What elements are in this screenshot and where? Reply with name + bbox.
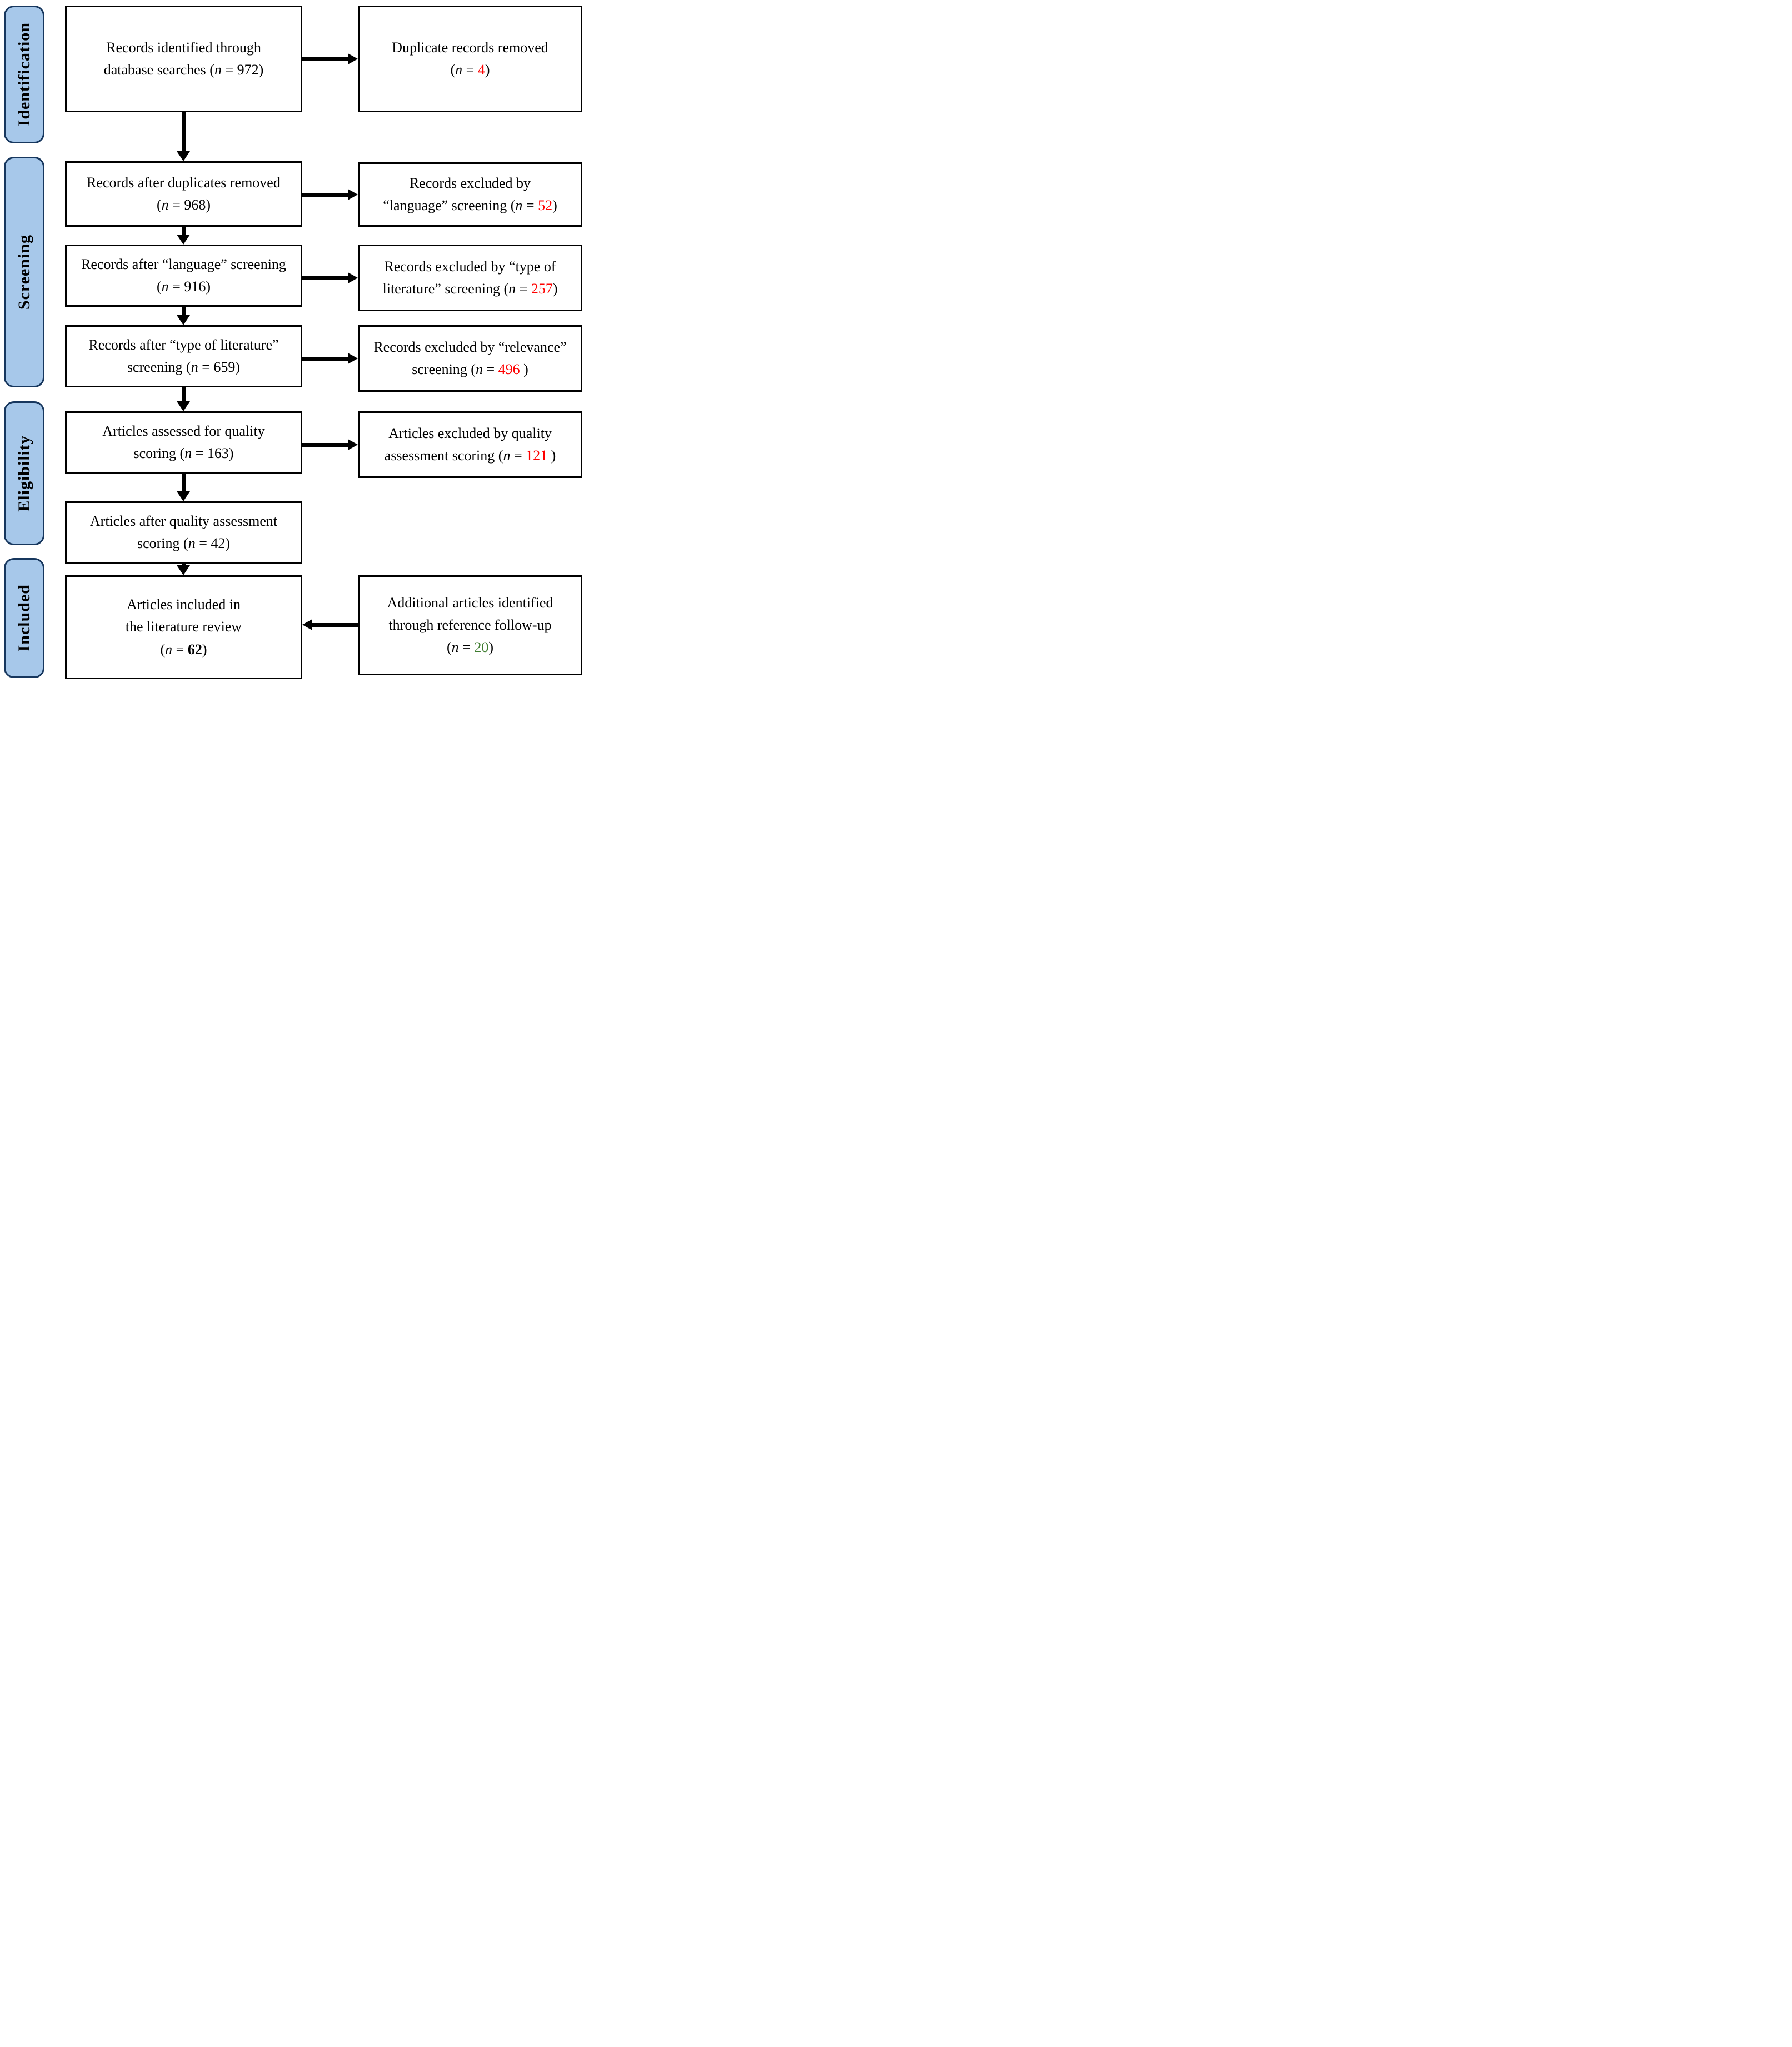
arrow-down-2-head bbox=[177, 235, 190, 245]
box-text-line: screening (n = 496 ) bbox=[412, 361, 528, 377]
stage-eligibility: Eligibility bbox=[4, 401, 44, 545]
arrow-down-3-head bbox=[177, 315, 190, 325]
stage-identification: Identification bbox=[4, 6, 44, 143]
arrow-down-1-head bbox=[177, 151, 190, 161]
box-duplicates-removed: Duplicate records removed (n = 4) bbox=[358, 6, 582, 112]
prisma-flow-diagram: Identification Screening Eligibility Inc… bbox=[0, 0, 597, 683]
box-records-identified: Records identified through database searc… bbox=[65, 6, 302, 112]
arrow-right-5-shaft bbox=[302, 443, 348, 447]
box-text-line: Articles excluded by quality bbox=[388, 425, 552, 441]
box-text-line: Records excluded by “type of bbox=[384, 258, 556, 275]
box-text-line: (n = 968) bbox=[157, 197, 211, 213]
box-text-line: scoring (n = 42) bbox=[137, 535, 231, 551]
box-articles-included: Articles included in the literature revie… bbox=[65, 575, 302, 679]
box-text-line: Articles assessed for quality bbox=[102, 422, 265, 439]
box-text-line: (n = 916) bbox=[157, 278, 211, 295]
box-text-line: literature” screening (n = 257) bbox=[382, 281, 558, 297]
box-text-line: Records identified through bbox=[106, 39, 261, 56]
box-assessed-for-quality: Articles assessed for quality scoring (n … bbox=[65, 411, 302, 474]
arrow-right-1-shaft bbox=[302, 57, 348, 61]
arrow-down-6-head bbox=[177, 565, 190, 575]
box-text-line: through reference follow-up bbox=[388, 616, 552, 633]
box-text-line: database searches (n = 972) bbox=[103, 62, 264, 78]
arrow-down-1-shaft bbox=[182, 112, 186, 152]
box-excluded-quality: Articles excluded by quality assessment s… bbox=[358, 411, 582, 478]
arrow-right-2-head bbox=[348, 189, 358, 200]
box-text-line: assessment scoring (n = 121 ) bbox=[384, 447, 556, 464]
arrow-down-4-shaft bbox=[182, 387, 186, 402]
box-after-duplicates: Records after duplicates removed (n = 968… bbox=[65, 161, 302, 227]
box-additional-articles: Additional articles identified through re… bbox=[358, 575, 582, 675]
stage-included-label: Included bbox=[14, 584, 33, 652]
box-text-line: Records after duplicates removed bbox=[87, 174, 281, 191]
stage-screening-label: Screening bbox=[14, 234, 33, 310]
box-text-line: scoring (n = 163) bbox=[133, 445, 234, 461]
box-after-quality-assessment: Articles after quality assessment scoring… bbox=[65, 501, 302, 564]
box-excluded-relevance: Records excluded by “relevance” screening… bbox=[358, 325, 582, 392]
arrow-down-5-head bbox=[177, 491, 190, 501]
arrow-down-6-shaft bbox=[182, 564, 186, 566]
box-text-line: “language” screening (n = 52) bbox=[383, 197, 557, 213]
box-excluded-literature-type: Records excluded by “type of literature” … bbox=[358, 245, 582, 311]
arrow-left-1-head bbox=[302, 619, 312, 630]
stage-identification-label: Identification bbox=[14, 22, 33, 127]
box-excluded-language: Records excluded by “language” screening … bbox=[358, 162, 582, 227]
arrow-down-4-head bbox=[177, 401, 190, 411]
box-text-line: Records after “language” screening bbox=[81, 256, 286, 272]
box-after-literature-type-screening: Records after “type of literature” screen… bbox=[65, 325, 302, 387]
arrow-down-5-shaft bbox=[182, 474, 186, 492]
arrow-right-4-head bbox=[348, 353, 358, 364]
box-text-line: Records excluded by “relevance” bbox=[373, 338, 567, 355]
box-text-line: (n = 20) bbox=[446, 639, 493, 656]
box-text-line: Records after “type of literature” bbox=[88, 336, 279, 353]
box-text-line: Additional articles identified bbox=[387, 594, 553, 611]
arrow-down-3-shaft bbox=[182, 307, 186, 316]
arrow-right-5-head bbox=[348, 439, 358, 450]
arrow-right-4-shaft bbox=[302, 357, 348, 361]
arrow-right-2-shaft bbox=[302, 193, 348, 197]
arrow-left-1-shaft bbox=[312, 623, 358, 627]
arrow-right-3-shaft bbox=[302, 276, 348, 280]
box-text-line: Duplicate records removed bbox=[392, 39, 548, 56]
box-text-line: Records excluded by bbox=[409, 175, 531, 191]
stage-eligibility-label: Eligibility bbox=[14, 435, 33, 512]
arrow-right-1-head bbox=[348, 53, 358, 64]
arrow-right-3-head bbox=[348, 272, 358, 283]
arrow-down-2-shaft bbox=[182, 227, 186, 236]
stage-screening: Screening bbox=[4, 157, 44, 387]
stage-included: Included bbox=[4, 558, 44, 678]
box-text-line: the literature review bbox=[125, 619, 242, 635]
box-text-line: Articles after quality assessment bbox=[89, 512, 278, 529]
box-text-line: (n = 62) bbox=[160, 641, 207, 658]
box-after-language-screening: Records after “language” screening (n = 9… bbox=[65, 245, 302, 307]
box-text-line: (n = 4) bbox=[450, 62, 490, 78]
box-text-line: screening (n = 659) bbox=[127, 359, 241, 375]
box-text-line: Articles included in bbox=[126, 596, 241, 613]
